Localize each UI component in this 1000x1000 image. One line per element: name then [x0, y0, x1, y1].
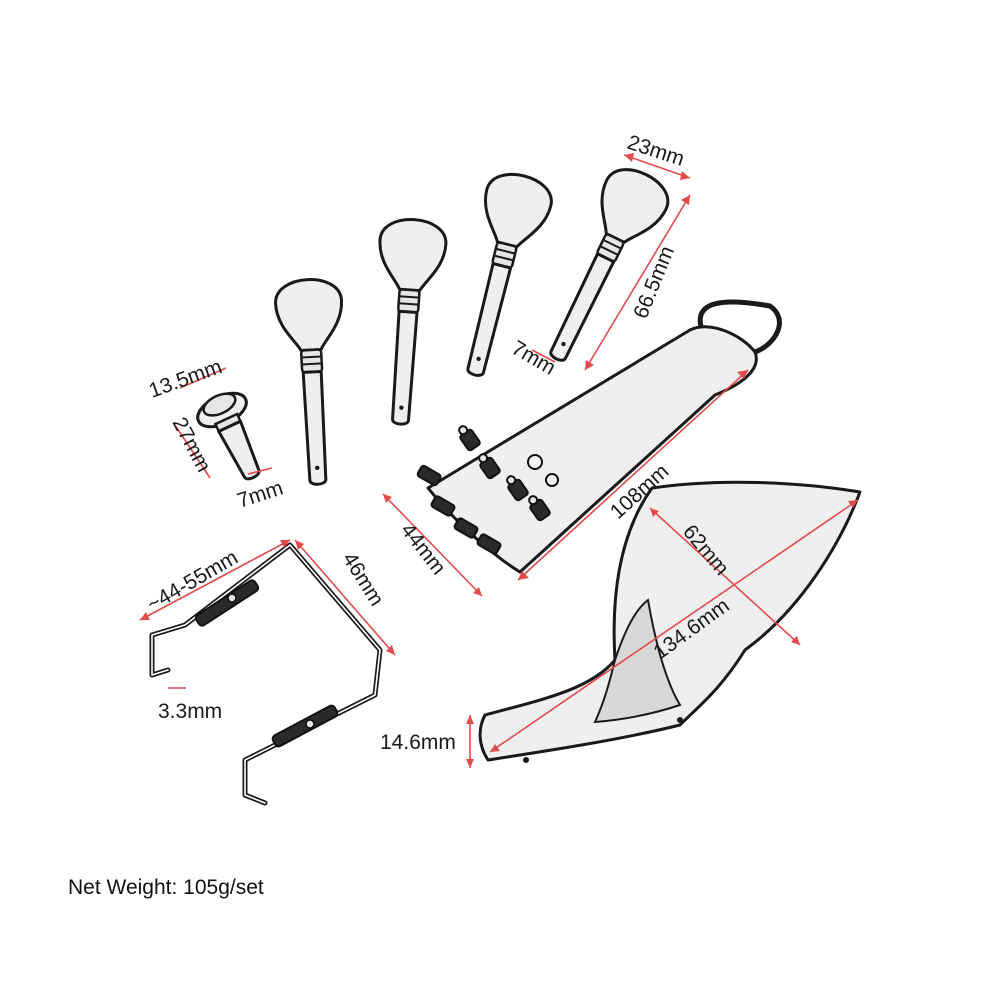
end-pin	[196, 391, 261, 481]
fine-tuners	[416, 421, 559, 555]
label-peg-shaft: 7mm	[508, 336, 560, 379]
peg-1	[272, 276, 353, 488]
peg-2	[365, 215, 449, 428]
label-endpin-shaft: 7mm	[234, 476, 285, 512]
chin-rest-clamp	[149, 542, 383, 806]
chin-rest	[478, 480, 862, 763]
dimension-lines	[139, 153, 859, 768]
label-clamp-wire: 3.3mm	[158, 700, 222, 723]
label-tailpiece-width: 44mm	[396, 519, 450, 579]
label-endpin-head: 13.5mm	[146, 355, 225, 403]
tailpiece	[416, 299, 782, 574]
net-weight-label: Net Weight: 105g/set	[68, 876, 264, 899]
label-peg-head: 23mm	[624, 131, 687, 171]
label-chinrest-height: 14.6mm	[380, 731, 456, 754]
label-clamp-height: 46mm	[338, 548, 388, 610]
